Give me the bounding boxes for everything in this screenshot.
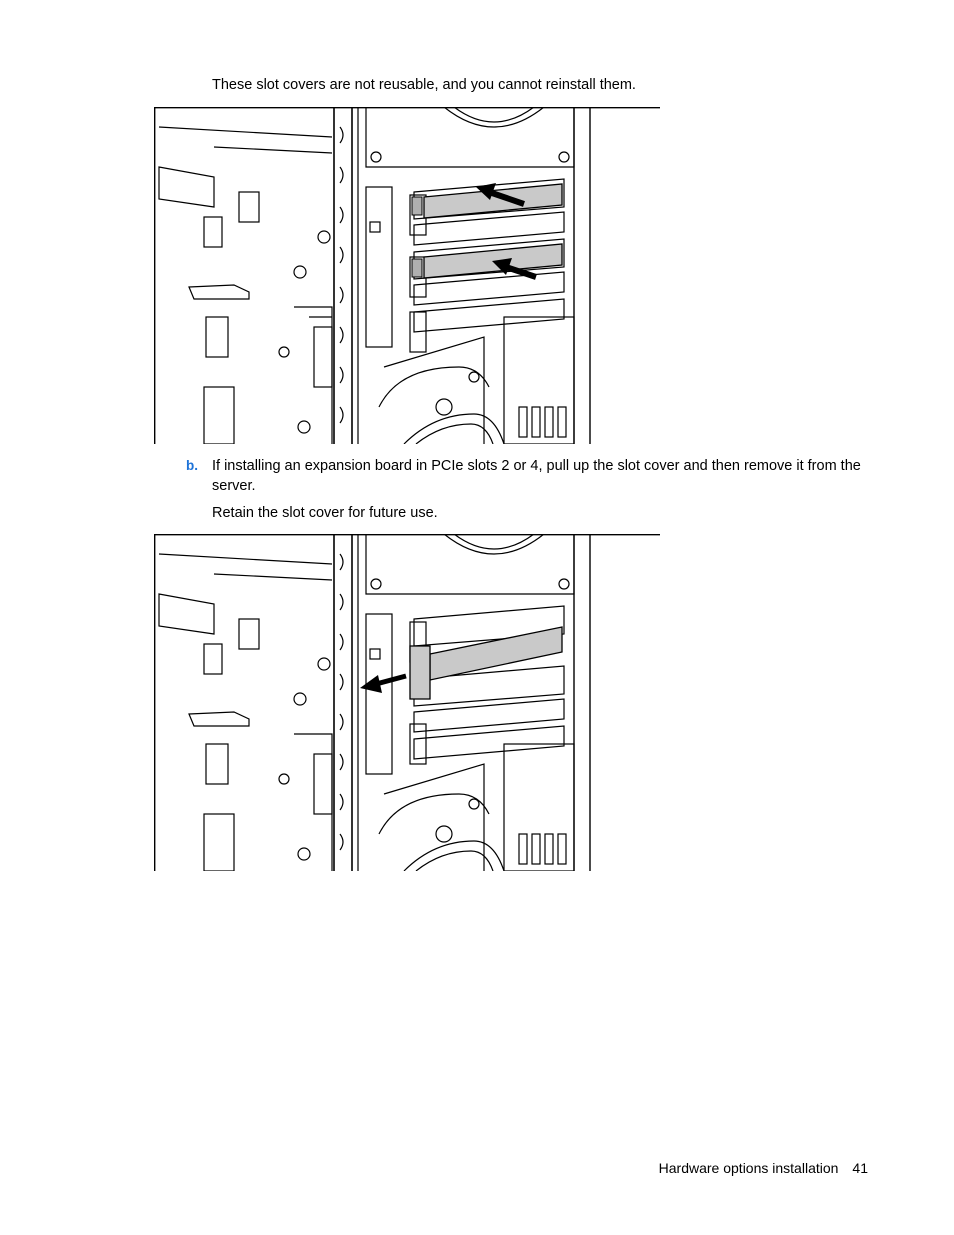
footer-section-title: Hardware options installation (658, 1160, 839, 1176)
slot-covers-removal-figure (154, 107, 660, 444)
retain-paragraph: Retain the slot cover for future use. (212, 505, 438, 521)
direction-arrow-icon (492, 258, 537, 280)
server-chassis-illustration-1 (154, 107, 660, 444)
step-b-text: If installing an expansion board in PCIe… (212, 458, 861, 494)
step-marker: b. (186, 458, 198, 473)
direction-arrow-icon (476, 183, 525, 207)
intro-paragraph: These slot covers are not reusable, and … (212, 77, 636, 93)
pull-up-slot-cover-figure (154, 534, 660, 871)
page-footer: Hardware options installation 41 (659, 1158, 868, 1178)
server-chassis-illustration-2 (154, 534, 660, 871)
page-number: 41 (852, 1160, 868, 1176)
slot-cover-highlight (423, 183, 563, 219)
direction-arrow-icon (360, 673, 407, 693)
